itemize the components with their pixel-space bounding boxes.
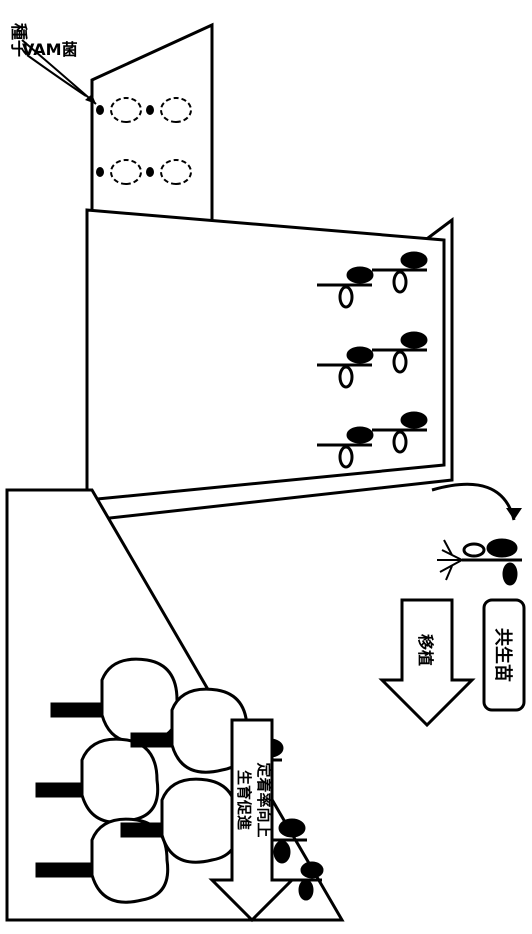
effect-label-line2: 生育促進 [235, 770, 253, 831]
tree [35, 817, 170, 904]
seedling [372, 411, 428, 454]
field-plant [292, 861, 324, 901]
seedling [317, 346, 374, 389]
symbiotic-label: 共生苗 [492, 628, 514, 682]
seed-pointer [21, 39, 97, 105]
seed-label: 種子 [8, 23, 29, 57]
vam-pointer [26, 54, 87, 97]
seedling [372, 331, 428, 374]
transplant-label: 移植 [416, 634, 435, 666]
symbiotic-label-box: 共生苗 [482, 598, 526, 712]
symbiotic-seedling [437, 538, 522, 586]
seedling [317, 266, 374, 309]
effect-label-line1: 定着率向上 [255, 762, 273, 837]
curve-arrow [431, 482, 522, 521]
tree [35, 737, 160, 824]
vam-label: VAM菌 [22, 40, 78, 59]
seedling [317, 426, 374, 469]
effect-arrow: 定着率向上 生育促進 [208, 718, 296, 923]
transplant-arrow: 移植 [378, 598, 476, 728]
seedling [372, 251, 428, 294]
seedling-group [317, 251, 428, 469]
tree [120, 777, 240, 864]
tree-group [35, 657, 250, 904]
nursery-tray [85, 208, 446, 502]
